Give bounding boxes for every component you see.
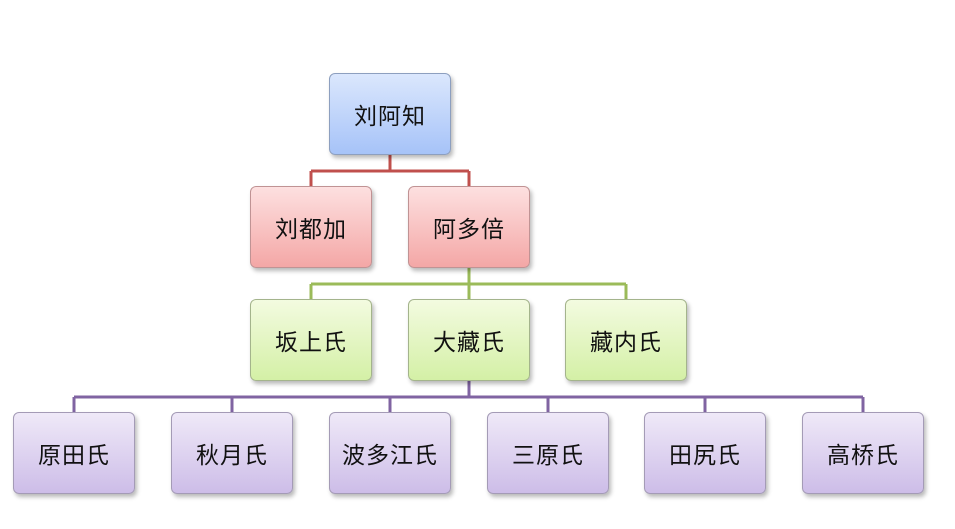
node-gen3: 藏内氏 <box>565 299 687 381</box>
connector-gen3-to-gen4 <box>72 381 865 412</box>
node-gen4: 原田氏 <box>13 412 135 494</box>
connector-root-to-gen2 <box>309 155 471 186</box>
node-gen4: 秋月氏 <box>171 412 293 494</box>
node-gen2: 刘都加 <box>250 186 372 268</box>
node-root: 刘阿知 <box>329 73 451 155</box>
node-gen2: 阿多倍 <box>408 186 530 268</box>
node-gen4: 高桥氏 <box>802 412 924 494</box>
node-gen4: 三原氏 <box>487 412 609 494</box>
node-gen4: 波多江氏 <box>329 412 451 494</box>
node-gen4: 田尻氏 <box>644 412 766 494</box>
connector-gen2-to-gen3 <box>309 268 628 299</box>
node-gen3: 坂上氏 <box>250 299 372 381</box>
node-gen3: 大藏氏 <box>408 299 530 381</box>
